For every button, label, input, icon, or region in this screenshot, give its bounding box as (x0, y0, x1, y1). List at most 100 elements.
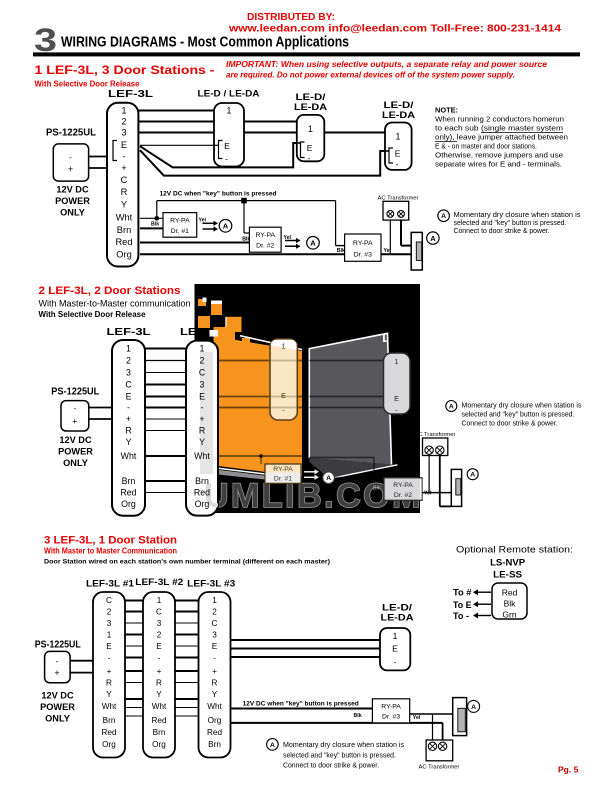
svg-text:E: E (224, 141, 230, 151)
svg-text:1: 1 (121, 106, 126, 116)
svg-text:LEF-3L #3: LEF-3L #3 (187, 579, 235, 590)
svg-text:Yel: Yel (199, 218, 207, 224)
svg-text:A: A (449, 403, 454, 410)
svg-text:Blk: Blk (354, 713, 362, 719)
svg-text:E: E (106, 642, 112, 651)
svg-text:Brn: Brn (103, 716, 116, 725)
svg-text:Y: Y (121, 200, 127, 210)
svg-text:Wht: Wht (116, 213, 133, 223)
svg-text:Connect to door strike & power: Connect to door strike & power. (454, 228, 550, 235)
svg-text:2: 2 (126, 356, 131, 366)
svg-text:LE-DA: LE-DA (382, 110, 416, 120)
svg-text:C: C (125, 380, 132, 390)
svg-text:Org: Org (208, 716, 222, 725)
svg-text:Org: Org (121, 499, 136, 509)
svg-text:R: R (199, 426, 205, 436)
svg-text:AC Transformer: AC Transformer (419, 765, 460, 771)
svg-text:Y: Y (126, 437, 132, 447)
svg-text:Dr. #1: Dr. #1 (171, 228, 189, 235)
svg-text:Y: Y (156, 690, 162, 699)
svg-text:Y: Y (106, 690, 112, 699)
svg-text:C: C (199, 368, 206, 378)
svg-text:A: A (470, 472, 475, 479)
svg-text:3: 3 (157, 619, 162, 628)
svg-text:Red: Red (502, 587, 518, 597)
svg-text:A: A (430, 234, 436, 243)
svg-text:LEF-3L: LEF-3L (107, 326, 152, 338)
svg-text:LEF-3L #1: LEF-3L #1 (86, 579, 135, 590)
svg-text:2: 2 (200, 356, 205, 366)
svg-text:RY-PA: RY-PA (353, 240, 373, 247)
svg-text:-: - (201, 403, 204, 413)
svg-text:3: 3 (34, 22, 57, 58)
svg-text:-: - (394, 657, 397, 667)
svg-text:-: - (127, 403, 130, 413)
svg-text:Pg. 5: Pg. 5 (558, 765, 579, 775)
svg-text:IMPORTANT: When using selectiv: IMPORTANT: When using selective outputs,… (226, 60, 548, 69)
svg-text:LE-D/: LE-D/ (296, 92, 327, 102)
svg-text:2 LEF-3L, 2 Door Stations: 2 LEF-3L, 2 Door Stations (39, 285, 181, 297)
svg-text:Yel: Yel (424, 491, 432, 497)
svg-text:+: + (54, 668, 59, 678)
svg-text:E: E (199, 392, 205, 402)
svg-text:Brn: Brn (153, 728, 166, 737)
svg-text:LE-DA: LE-DA (381, 613, 415, 623)
svg-text:NOTE:: NOTE: (435, 106, 458, 115)
svg-text:3: 3 (212, 631, 217, 640)
svg-text:selected and "key" button is p: selected and "key" button is pressed. (462, 412, 575, 419)
svg-text:E & - on master and door stati: E & - on master and door stations. (435, 142, 537, 151)
svg-text:Wht: Wht (152, 702, 167, 711)
svg-text:+: + (157, 667, 162, 676)
svg-text:Wht: Wht (194, 451, 210, 461)
svg-text:Dr. #2: Dr. #2 (394, 492, 412, 499)
svg-text:+: + (121, 163, 126, 173)
svg-text:LEF-3L: LEF-3L (108, 88, 154, 100)
svg-text:1: 1 (308, 124, 313, 134)
svg-text:Momentary dry closure when sta: Momentary dry closure when station is (283, 742, 405, 749)
svg-text:Yel: Yel (284, 235, 292, 241)
svg-text:Brn: Brn (208, 740, 221, 749)
svg-text:Red: Red (101, 728, 116, 737)
svg-text:Dr. #3: Dr. #3 (382, 714, 400, 721)
svg-text:LE-DA: LE-DA (294, 102, 328, 112)
svg-text:+: + (107, 667, 112, 676)
svg-text:1: 1 (200, 344, 205, 354)
svg-text:12V DC: 12V DC (41, 691, 74, 701)
svg-text:2: 2 (107, 608, 112, 617)
svg-text:WIRING DIAGRAMS - Most Common: WIRING DIAGRAMS - Most Common Applicatio… (61, 35, 349, 51)
svg-text:12V DC: 12V DC (56, 185, 89, 195)
svg-text:LEF-3L #2: LEF-3L #2 (135, 577, 183, 588)
svg-text:3: 3 (200, 380, 205, 390)
svg-text:1: 1 (126, 344, 131, 354)
svg-text:-: - (158, 654, 161, 663)
svg-text:LE-D/: LE-D/ (382, 603, 413, 613)
svg-text:POWER: POWER (58, 447, 93, 457)
svg-text:C: C (212, 619, 218, 628)
svg-text:With Selective Door Release: With Selective Door Release (35, 80, 141, 89)
svg-text:Y: Y (212, 690, 218, 699)
svg-text:A: A (326, 475, 331, 482)
svg-text:only), leave jumper attached b: only), leave jumper attached between (435, 133, 568, 142)
svg-text:Wht: Wht (121, 451, 137, 461)
svg-text:Momentary dry closure when sta: Momentary dry closure when station is (454, 212, 582, 219)
svg-text:Red: Red (151, 716, 166, 725)
svg-text:Org: Org (102, 740, 116, 749)
svg-text:C: C (106, 596, 112, 605)
svg-text:ONLY: ONLY (60, 208, 85, 218)
svg-text:Otherwise, remove jumpers and: Otherwise, remove jumpers and use (435, 151, 563, 160)
svg-text:E: E (394, 394, 399, 403)
svg-text:To E: To E (453, 600, 472, 610)
svg-text:With Selective Door Release: With Selective Door Release (39, 310, 147, 319)
svg-text:AC Transformer: AC Transformer (378, 196, 419, 202)
svg-text:1: 1 (227, 106, 232, 116)
svg-text:3 LEF-3L, 1 Door Station: 3 LEF-3L, 1 Door Station (44, 535, 177, 547)
svg-text:Blk: Blk (504, 598, 517, 608)
svg-text:RY-PA: RY-PA (381, 703, 401, 710)
svg-text:Blk: Blk (373, 486, 381, 492)
svg-text:2: 2 (212, 608, 217, 617)
svg-text:Connect to door strike & power: Connect to door strike & power. (462, 421, 558, 428)
svg-text:1: 1 (395, 357, 399, 366)
svg-text:R: R (125, 426, 131, 436)
svg-text:Wht: Wht (102, 702, 117, 711)
svg-text:Dr. #1: Dr. #1 (274, 476, 292, 483)
